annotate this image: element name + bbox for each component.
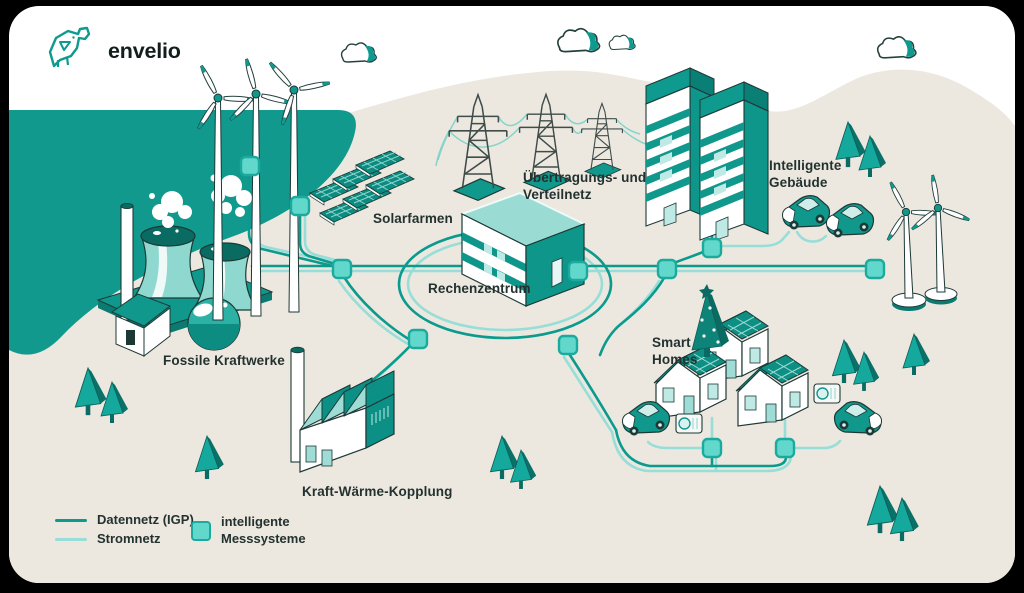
clouds (340, 27, 917, 63)
cloud-icon (608, 34, 636, 51)
chp-factory (290, 346, 395, 473)
legend-stromnetz-label: Stromnetz (97, 531, 161, 546)
transmission-grid (435, 93, 649, 202)
label-smart-homes: Smart Homes (652, 334, 698, 369)
legend-messsysteme-line1: intelligente (221, 514, 290, 529)
cloud-icon (876, 36, 917, 59)
label-rechenzentrum: Rechenzentrum (428, 281, 531, 296)
plant-house (110, 293, 172, 358)
label-smart-homes-line2: Homes (652, 352, 698, 368)
smart-meter-icon (701, 437, 723, 459)
illustration-card: envelio Solarfarmen Übertragungs- und Ve… (9, 6, 1015, 583)
office-towers (644, 67, 770, 241)
legend-messsysteme-label: intelligente Messsysteme (221, 514, 306, 548)
smart-meter-icon (567, 260, 589, 282)
gas-sphere (187, 297, 241, 351)
smart-meter-icon (656, 258, 678, 280)
datennetz-line-swatch (55, 518, 87, 523)
legend-messsysteme: intelligente Messsysteme (191, 514, 306, 548)
legend-messsysteme-line2: Messsysteme (221, 530, 306, 546)
smart-meter-icon (407, 328, 429, 350)
legend-datennetz: Datennetz (IGP) (55, 512, 194, 529)
heat-pump-icon (675, 413, 703, 434)
elephant-logo-icon (48, 26, 91, 68)
smart-meter-icon (557, 334, 579, 356)
smart-meter-icon (331, 258, 353, 280)
office-tower-icon (698, 81, 770, 241)
smart-homes (621, 284, 883, 437)
power-wires (435, 113, 649, 167)
label-kwk: Kraft-Wärme-Kopplung (302, 484, 453, 499)
label-uebertragungsnetz: Übertragungs- und Verteilnetz (523, 169, 646, 204)
smart-meter-swatch-icon (191, 520, 211, 541)
christmas-tree-icon (691, 284, 729, 357)
stromnetz-line-swatch (55, 537, 87, 542)
label-intelligente-gebaeude-line2: Gebäude (769, 175, 828, 191)
fossil-power-plant (96, 174, 274, 358)
smart-meter-icon (864, 258, 886, 280)
cloud-icon (557, 27, 601, 53)
cooling-tower-icon (191, 242, 259, 311)
cloud-icon (340, 42, 377, 63)
label-uebertragungsnetz-line2: Verteilnetz (523, 187, 592, 203)
label-intelligente-gebaeude: Intelligente Gebäude (769, 157, 841, 192)
data-center (460, 191, 586, 307)
label-intelligente-gebaeude-line1: Intelligente (769, 158, 842, 173)
smart-meter-icon (701, 237, 723, 259)
legend-stromnetz: Stromnetz (55, 531, 161, 548)
onshore-wind-turbines (886, 173, 979, 311)
illustration-canvas (9, 26, 1015, 583)
smart-meter-icon (239, 155, 261, 177)
label-solarfarmen: Solarfarmen (373, 211, 453, 226)
label-fossile-kraftwerke: Fossile Kraftwerke (163, 353, 285, 368)
smart-meter-icon (289, 195, 311, 217)
label-uebertragungsnetz-line1: Übertragungs- und (523, 170, 647, 185)
heat-pump-icon (813, 383, 841, 404)
brand-logo-text: envelio (108, 39, 181, 63)
legend-datennetz-label: Datennetz (IGP) (97, 512, 194, 527)
smart-meter-icon (774, 437, 796, 459)
label-smart-homes-line1: Smart (652, 335, 691, 350)
